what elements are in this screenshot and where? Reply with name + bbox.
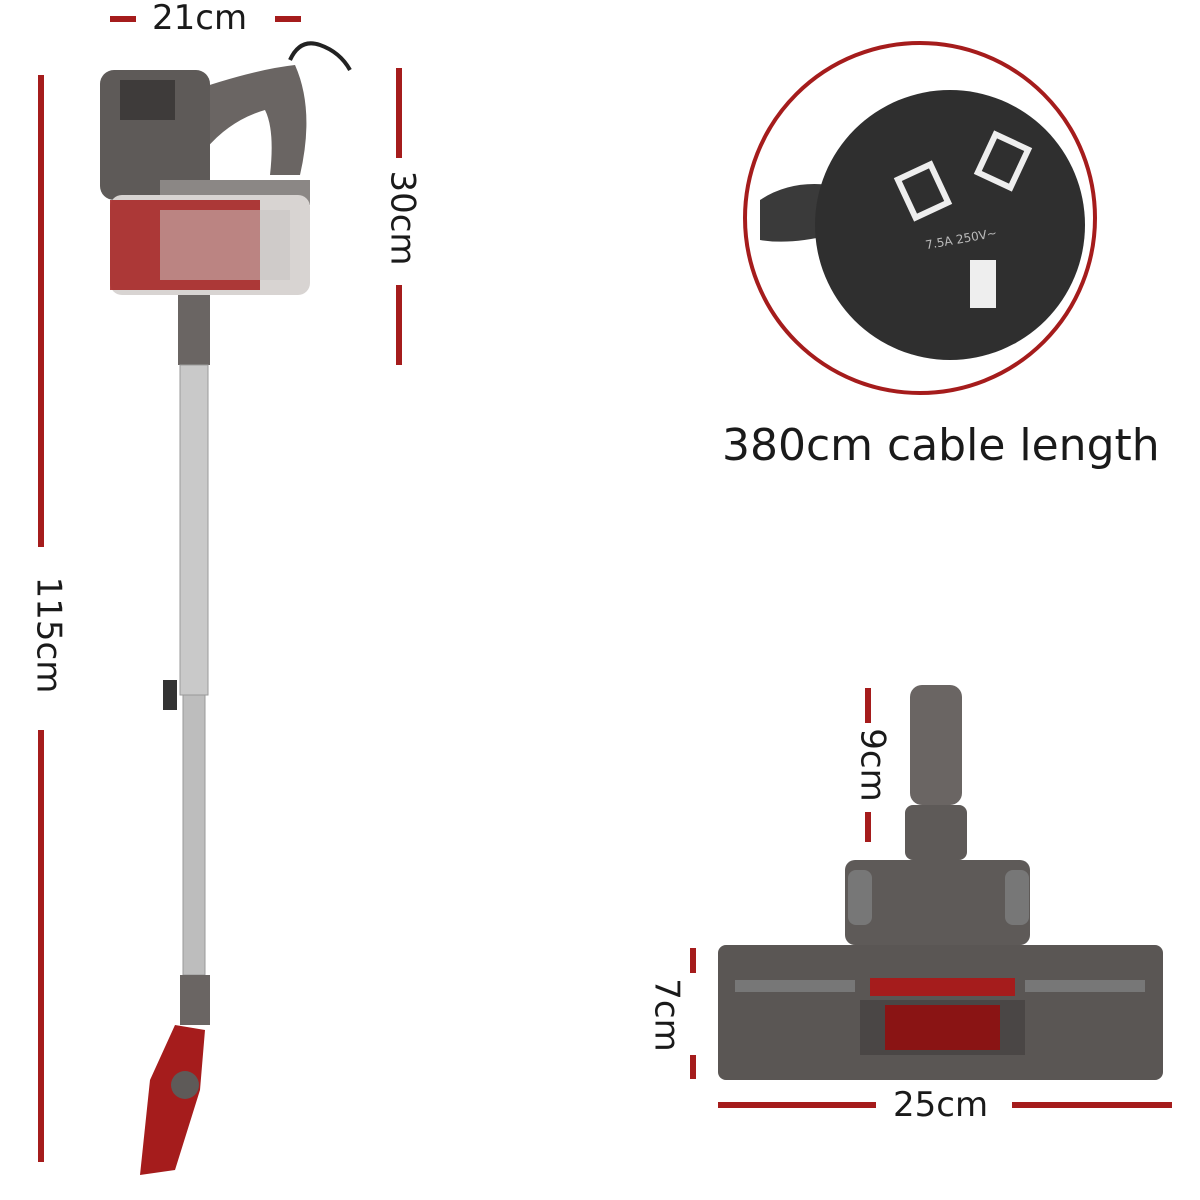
dim-label-head-width: 25cm: [893, 1085, 989, 1125]
dim-line-25cm-left: [718, 1102, 876, 1108]
dim-label-total-height: 115cm: [28, 576, 69, 694]
dim-line-21cm-right: [275, 16, 301, 22]
dim-line-30cm-top: [396, 68, 402, 158]
plug-icon: [815, 90, 1085, 360]
dim-line-9cm-top: [865, 688, 871, 723]
dim-label-head-depth: 7cm: [646, 978, 687, 1052]
floor-head-small: [140, 1025, 205, 1175]
dim-line-30cm-bottom: [396, 285, 402, 365]
cable-length-caption: 380cm cable length: [722, 420, 1160, 471]
dim-line-25cm-right: [1012, 1102, 1172, 1108]
dim-line-7cm-top: [690, 948, 696, 973]
extension-tube: [179, 364, 209, 696]
dim-label-handle-height: 30cm: [382, 170, 423, 266]
dim-line-7cm-bottom: [690, 1055, 696, 1079]
dim-line-9cm-bottom: [865, 812, 871, 842]
dim-label-nozzle-neck: 9cm: [852, 728, 893, 802]
dim-line-115cm-bottom: [38, 730, 44, 1162]
dim-line-115cm-top: [38, 75, 44, 547]
dim-line-21cm-left: [110, 16, 136, 22]
dim-label-handle-width: 21cm: [152, 0, 248, 38]
